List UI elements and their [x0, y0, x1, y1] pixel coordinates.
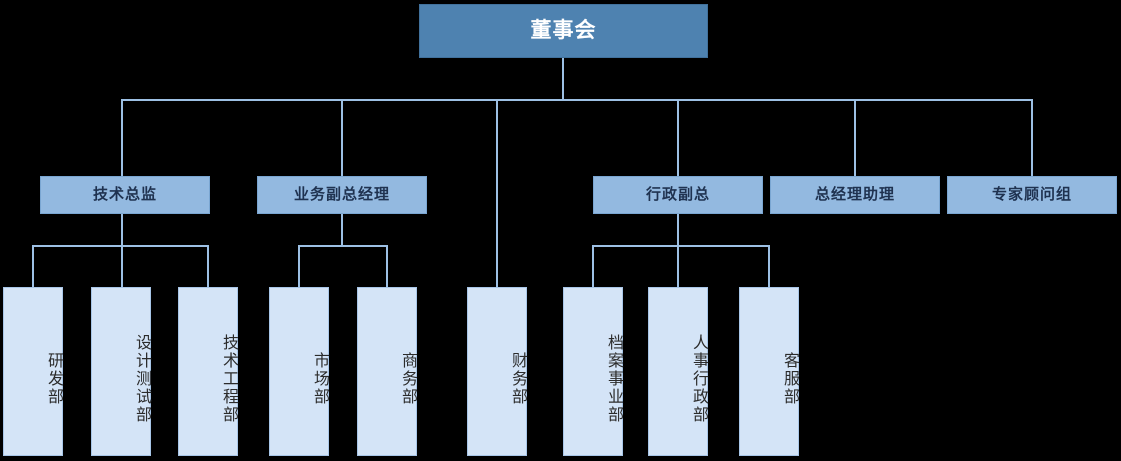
connector-root-stem: [562, 58, 564, 100]
connector-drop-tech-eng-dept: [207, 245, 209, 288]
connector-drop-rd-dept: [32, 245, 34, 288]
connector-drop-marketing-dept: [298, 245, 300, 288]
connector-drop-commerce-dept: [386, 245, 388, 288]
node-tech-engineering-dept[interactable]: 技术工程部: [178, 287, 238, 456]
node-rd-dept[interactable]: 研发部: [3, 287, 63, 456]
connector-drop-hr-admin-dept: [677, 245, 679, 288]
connector-drop-business-vp: [341, 99, 343, 177]
connector-drop-admin-vp: [677, 99, 679, 177]
connector-bus-tech-director: [32, 245, 209, 247]
connector-stem-business-vp: [341, 213, 343, 247]
node-gm-assistant[interactable]: 总经理助理: [770, 176, 940, 214]
node-expert-advisory-group[interactable]: 专家顾问组: [947, 176, 1117, 214]
node-tech-director[interactable]: 技术总监: [40, 176, 210, 214]
node-commerce-dept[interactable]: 商务部: [357, 287, 417, 456]
node-marketing-dept[interactable]: 市场部: [269, 287, 329, 456]
connector-drop-gm-assistant: [854, 99, 856, 177]
node-archive-business-dept[interactable]: 档案事业部: [563, 287, 623, 456]
connector-drop-tech-director: [121, 99, 123, 177]
connector-drop-design-test-dept: [121, 245, 123, 288]
node-hr-admin-dept[interactable]: 人事行政部: [648, 287, 708, 456]
node-admin-vp[interactable]: 行政副总: [593, 176, 763, 214]
node-board-of-directors[interactable]: 董事会: [419, 4, 708, 58]
connector-drop-customer-service-dept: [768, 245, 770, 288]
connector-drop-expert-group: [1031, 99, 1033, 177]
connector-stem-admin-vp: [677, 213, 679, 247]
connector-stem-tech-director: [121, 213, 123, 247]
node-business-vp[interactable]: 业务副总经理: [257, 176, 427, 214]
node-finance-dept[interactable]: 财务部: [467, 287, 527, 456]
connector-bus-admin-vp: [592, 245, 770, 247]
connector-drop-archive-dept: [592, 245, 594, 288]
node-design-test-dept[interactable]: 设计测试部: [91, 287, 151, 456]
connector-drop-finance-dept: [496, 99, 498, 288]
connector-level2-bus: [122, 99, 1033, 101]
node-customer-service-dept[interactable]: 客服部: [739, 287, 799, 456]
connector-bus-business-vp: [298, 245, 388, 247]
